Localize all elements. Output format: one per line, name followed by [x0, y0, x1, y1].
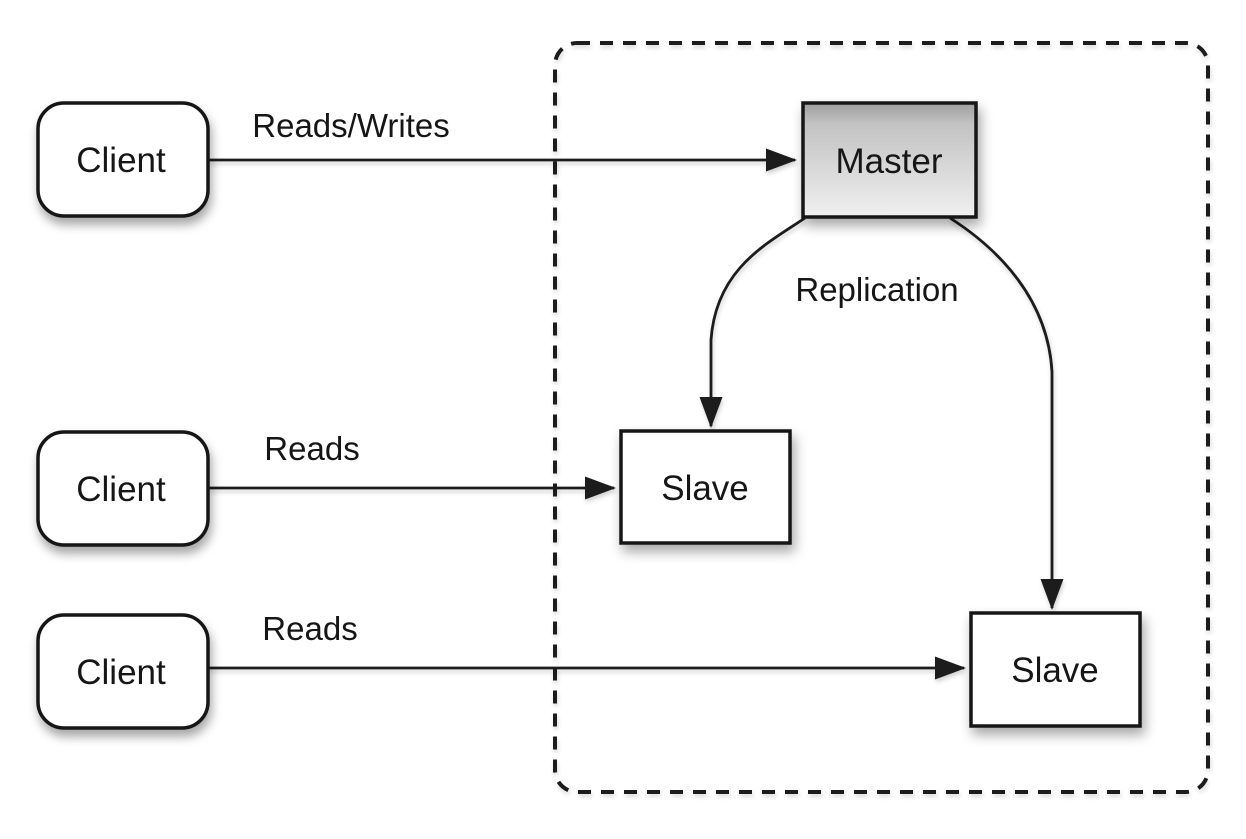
node-master: Master — [801, 101, 978, 219]
client1-label: Client — [76, 141, 166, 180]
edge-label-reads-bottom: Reads — [262, 610, 357, 647]
slave1-label: Slave — [661, 469, 749, 508]
master-label: Master — [836, 142, 943, 181]
slave1-box — [619, 429, 792, 545]
edge-label-replication: Replication — [795, 271, 958, 308]
node-client-3: Client — [36, 613, 210, 730]
edge-master-to-slave2 — [949, 216, 1064, 610]
node-client-1: Client — [36, 101, 210, 218]
master-box — [801, 101, 978, 219]
client3-box — [36, 613, 210, 730]
node-slave-2: Slave — [969, 611, 1142, 728]
cluster-boundary-dashed-box — [553, 41, 1210, 794]
client2-label: Client — [76, 470, 166, 509]
edge-labels: Reads/Writes Reads Reads Replication — [252, 107, 958, 647]
edge-label-reads-middle: Reads — [264, 430, 359, 467]
edge-master-to-slave1 — [699, 216, 806, 428]
edge-label-reads-writes: Reads/Writes — [252, 107, 449, 144]
client3-label: Client — [76, 653, 166, 692]
client1-box — [36, 101, 210, 218]
edges — [208, 148, 1064, 680]
client2-box — [36, 430, 210, 547]
node-slave-1: Slave — [619, 429, 792, 545]
node-client-2: Client — [36, 430, 210, 547]
slave2-label: Slave — [1011, 651, 1099, 690]
slave2-box — [969, 611, 1142, 728]
